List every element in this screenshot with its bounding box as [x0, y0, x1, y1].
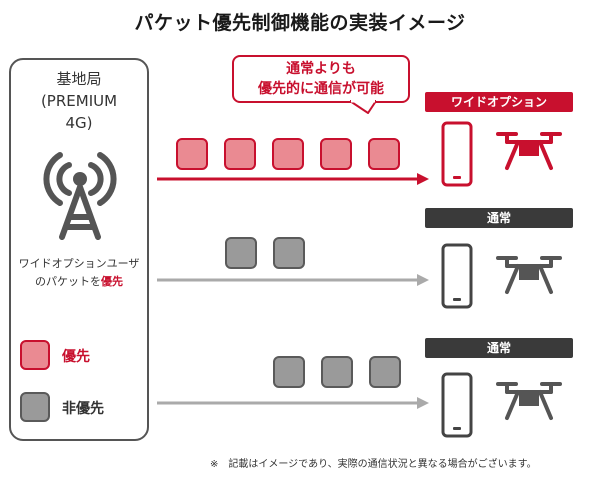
base-station-name-line1: 基地局: [56, 70, 102, 88]
callout-line1: 通常よりも: [286, 61, 356, 77]
drone-icon: [496, 132, 562, 170]
callout-bubble: [232, 55, 410, 103]
page-title: パケット優先制御機能の実装イメージ: [134, 12, 466, 34]
callout-tail: [350, 100, 376, 114]
cell-tower-icon: [43, 152, 117, 240]
footnote: ※ 記載はイメージであり、実際の通信状況と異なる場合がございます。: [210, 459, 537, 470]
smartphone-icon: [441, 372, 473, 438]
priority-packet: [176, 138, 208, 170]
legend-priority-label: 優先: [62, 349, 90, 365]
drone-icon: [496, 382, 562, 420]
lane-label-normal-2: 通常: [425, 338, 573, 358]
arrow-normal-2: [157, 397, 429, 409]
non-priority-packet: [273, 237, 305, 269]
drone-icon: [496, 256, 562, 294]
non-priority-packet: [369, 356, 401, 388]
base-station-desc-accent: 優先: [101, 275, 123, 288]
non-priority-packet: [321, 356, 353, 388]
base-station-name: 基地局 (PREMIUM 4G): [9, 68, 149, 134]
callout-line2: 優先的に通信が可能: [258, 81, 384, 97]
lane-label-normal-1: 通常: [425, 208, 573, 228]
priority-packet: [320, 138, 352, 170]
base-station-name-line2: (PREMIUM: [40, 92, 118, 110]
base-station-desc-prefix: のパケットを: [35, 275, 101, 288]
arrow-wide-option: [157, 173, 429, 185]
legend-non-priority-swatch: [20, 392, 50, 422]
legend-non-priority-label: 非優先: [62, 401, 104, 417]
base-station-desc-line2: のパケットを優先: [9, 273, 149, 291]
base-station-desc-line1: ワイドオプションユーザ: [18, 257, 140, 270]
arrow-normal-1: [157, 274, 429, 286]
non-priority-packet: [273, 356, 305, 388]
smartphone-icon: [441, 243, 473, 309]
legend-priority-swatch: [20, 340, 50, 370]
priority-packet: [224, 138, 256, 170]
callout-text: 通常よりも 優先的に通信が可能: [232, 59, 410, 99]
base-station-name-line3: 4G): [65, 114, 93, 132]
non-priority-packet: [225, 237, 257, 269]
base-station-panel: [9, 58, 149, 441]
priority-packet: [272, 138, 304, 170]
smartphone-icon: [441, 121, 473, 187]
priority-packet: [368, 138, 400, 170]
lane-label-wide-option: ワイドオプション: [425, 92, 573, 112]
base-station-description: ワイドオプションユーザ のパケットを優先: [9, 255, 149, 291]
